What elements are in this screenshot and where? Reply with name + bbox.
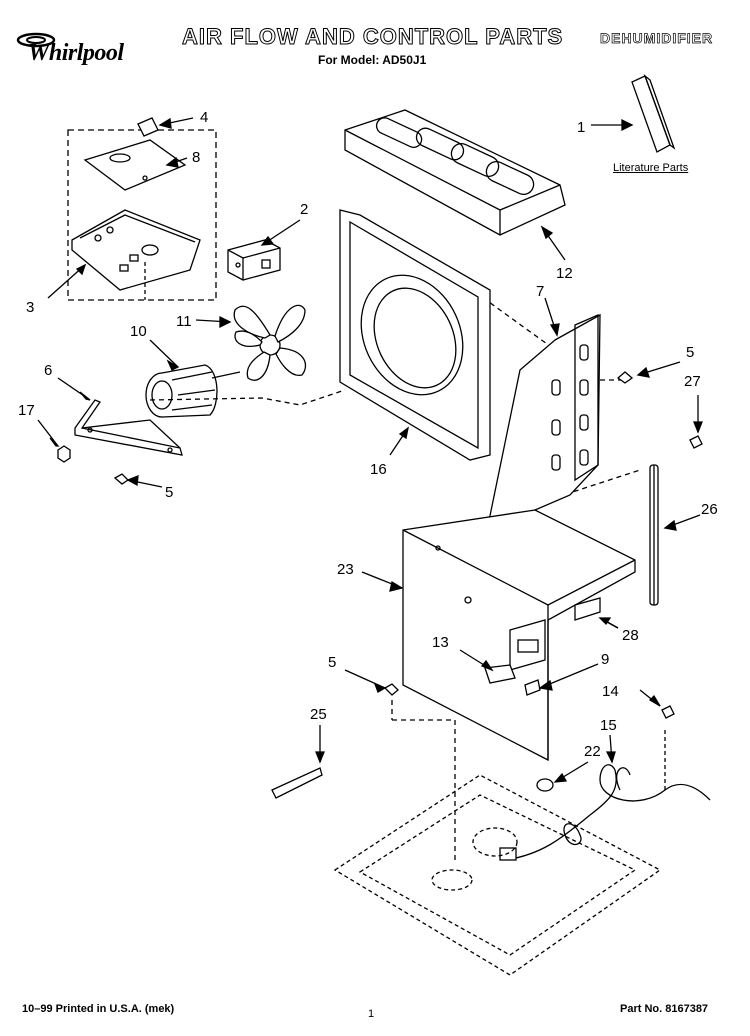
motor-mount-bracket (57, 377, 183, 456)
strain-relief-bushing (536, 761, 589, 792)
callout-4: 4 (200, 109, 208, 126)
callout-9: 9 (601, 651, 609, 668)
callout-23: 23 (337, 561, 354, 578)
hex-nut (37, 419, 71, 463)
mounting-screw (113, 473, 163, 488)
callout-13: 13 (432, 634, 449, 651)
coil-bracket-panel (484, 297, 601, 542)
ground-screw (639, 689, 675, 719)
fan-blade (195, 304, 307, 381)
callout-16: 16 (370, 461, 387, 478)
callout-28: 28 (622, 627, 639, 644)
defrost-rod (649, 464, 701, 606)
top-grille (344, 109, 566, 261)
leader-28-head (598, 617, 612, 626)
product-category: DEHUMIDIFIER (600, 30, 714, 47)
callout-27: 27 (684, 373, 701, 390)
control-panel-assembly (47, 117, 217, 301)
callout-5-bracket: 5 (165, 484, 173, 501)
whirlpool-logo: Whirlpool (14, 28, 154, 76)
callout-6: 6 (44, 362, 52, 379)
fan-motor (145, 339, 241, 418)
literature-parts-label: Literature Parts (613, 162, 689, 174)
cable-tie-strap (271, 725, 325, 799)
callout-3: 3 (26, 299, 34, 316)
callout-10: 10 (130, 323, 147, 340)
thermistor-clip (524, 663, 599, 696)
callout-12: 12 (556, 265, 573, 282)
front-frame-shroud (339, 209, 491, 461)
callout-5-base: 5 (328, 654, 336, 671)
mounting-screw (344, 669, 399, 696)
base-plate (333, 774, 662, 976)
callout-11: 11 (176, 313, 192, 330)
callout-5-right: 5 (686, 344, 694, 361)
page-number: 1 (368, 1008, 375, 1020)
callout-14: 14 (602, 683, 619, 700)
callout-26: 26 (701, 501, 718, 518)
callout-17: 17 (18, 402, 35, 419)
callout-22: 22 (584, 743, 601, 760)
callout-1: 1 (577, 119, 585, 136)
part-number: Part No. 8167387 (620, 1003, 709, 1015)
print-info: 10–99 Printed in U.S.A. (mek) (22, 1003, 175, 1015)
callout-15: 15 (600, 717, 617, 734)
callout-2: 2 (300, 201, 308, 218)
callout-25: 25 (310, 706, 327, 723)
whirlpool-swirl-icon (16, 32, 56, 48)
brand-name: Whirlpool (28, 40, 124, 66)
thermistor (459, 649, 516, 684)
mounting-screw (616, 361, 681, 384)
page-title: AIR FLOW AND CONTROL PARTS (181, 24, 564, 50)
model-line: For Model: AD50J1 (318, 53, 427, 67)
mounting-screw-27 (689, 395, 703, 449)
literature-booklet (591, 74, 676, 153)
control-switch (227, 219, 301, 281)
callout-7: 7 (536, 283, 544, 300)
unit-housing (361, 509, 636, 762)
callout-8: 8 (192, 149, 200, 166)
